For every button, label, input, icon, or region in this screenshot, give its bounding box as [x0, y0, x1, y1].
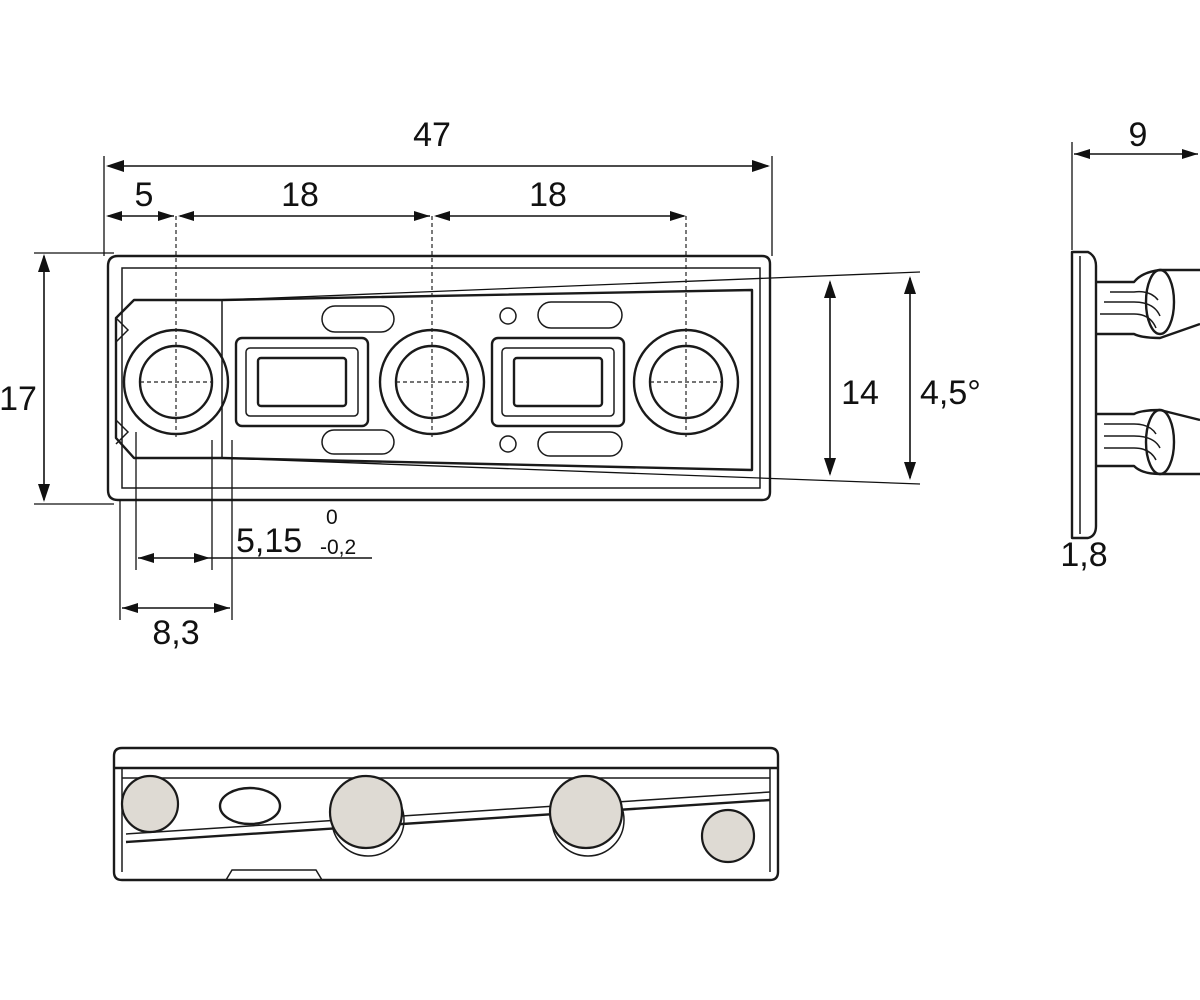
pocket-bottom-right	[537, 431, 623, 457]
arrow-17-bottom	[38, 484, 50, 502]
elevation-pin-3	[548, 774, 624, 850]
arrow-515-right	[194, 553, 210, 563]
pin-hole-top	[499, 307, 517, 325]
arrow-47-right	[752, 160, 770, 172]
slot-right-mid	[501, 347, 615, 417]
side-lower-lug-curve2	[1104, 435, 1161, 449]
elevation-pin-4	[700, 808, 756, 864]
arrow-9-left	[1074, 149, 1090, 159]
side-lower-lug	[1096, 408, 1200, 422]
elevation-taper-line	[125, 798, 771, 844]
side-lower-lug-end	[1144, 408, 1176, 476]
notch-bottom	[115, 419, 130, 445]
arrow-5-right	[158, 211, 174, 221]
side-base-plate	[1070, 250, 1098, 540]
side-upper-lug-lower	[1096, 322, 1200, 340]
plan-outer-plate	[106, 254, 772, 502]
dim-overall-length: 47	[413, 116, 451, 154]
side-upper-lug-curve3	[1100, 313, 1157, 329]
dim-taper-angle: 4,5°	[920, 374, 981, 412]
dim-edge-offset: 8,3	[152, 614, 199, 652]
dim-first-offset: 5	[135, 176, 154, 214]
side-upper-lug-curve1	[1110, 290, 1159, 301]
arrow-9-right	[1182, 149, 1198, 159]
dim-side-thickness: 1,8	[1060, 536, 1107, 574]
slot-left-inner	[256, 356, 348, 408]
side-view: 9 1,8	[1060, 116, 1200, 574]
arrow-83-left	[122, 603, 138, 613]
side-upper-lug-curve2	[1104, 301, 1161, 317]
side-lower-lug-lower	[1096, 464, 1200, 476]
slot-left-mid	[245, 347, 359, 417]
pocket-bottom-left	[321, 429, 395, 455]
dim-height: 17	[0, 380, 37, 418]
arrow-18a-left	[178, 211, 194, 221]
slot-right-inner	[512, 356, 604, 408]
arrow-14-top	[824, 280, 836, 298]
pocket-top-left	[321, 305, 395, 333]
side-upper-lug	[1096, 268, 1200, 284]
arrow-83-right	[214, 603, 230, 613]
dim-side-depth: 9	[1129, 116, 1148, 154]
dim-tolerance-lower: -0,2	[320, 536, 356, 559]
taper-top-line	[221, 271, 921, 301]
dim-tolerance-upper: 0	[326, 506, 338, 529]
elevation-taper-line-2	[125, 791, 771, 835]
side-upper-lug-end	[1144, 268, 1176, 336]
dim-spacing-1: 18	[281, 176, 319, 214]
pin-hole-bottom	[499, 435, 517, 453]
arrow-17-top	[38, 254, 50, 272]
elevation-bottom-step	[225, 869, 323, 881]
notch-top	[115, 317, 130, 343]
arrow-18b-left	[434, 211, 450, 221]
elevation-pin-1	[120, 774, 180, 834]
arrow-angle-top	[904, 276, 916, 294]
elevation-view	[112, 746, 780, 882]
dim-taper-height: 14	[841, 374, 879, 412]
taper-bottom-line	[221, 457, 921, 485]
slot-right-outer	[490, 336, 626, 428]
arrow-angle-bottom	[904, 462, 916, 480]
plan-view	[106, 216, 921, 502]
pocket-top-right	[537, 301, 623, 329]
arrow-18b-right	[670, 211, 686, 221]
arrow-47-left	[106, 160, 124, 172]
elevation-outer	[112, 746, 780, 882]
slot-left-outer	[234, 336, 370, 428]
elevation-pin-2	[328, 774, 404, 850]
side-lower-lug-curve1	[1104, 423, 1157, 435]
dim-width: 5,15	[236, 522, 302, 560]
elevation-slot	[218, 786, 282, 826]
dim-spacing-2: 18	[529, 176, 567, 214]
arrow-18a-right	[414, 211, 430, 221]
plan-dimensions: 47 5 18 18 17 14 4,5°	[0, 116, 981, 652]
plan-inner-plate	[121, 267, 761, 489]
arrow-515-left	[138, 553, 154, 563]
arrow-14-bottom	[824, 458, 836, 476]
arrow-5-left	[106, 211, 122, 221]
